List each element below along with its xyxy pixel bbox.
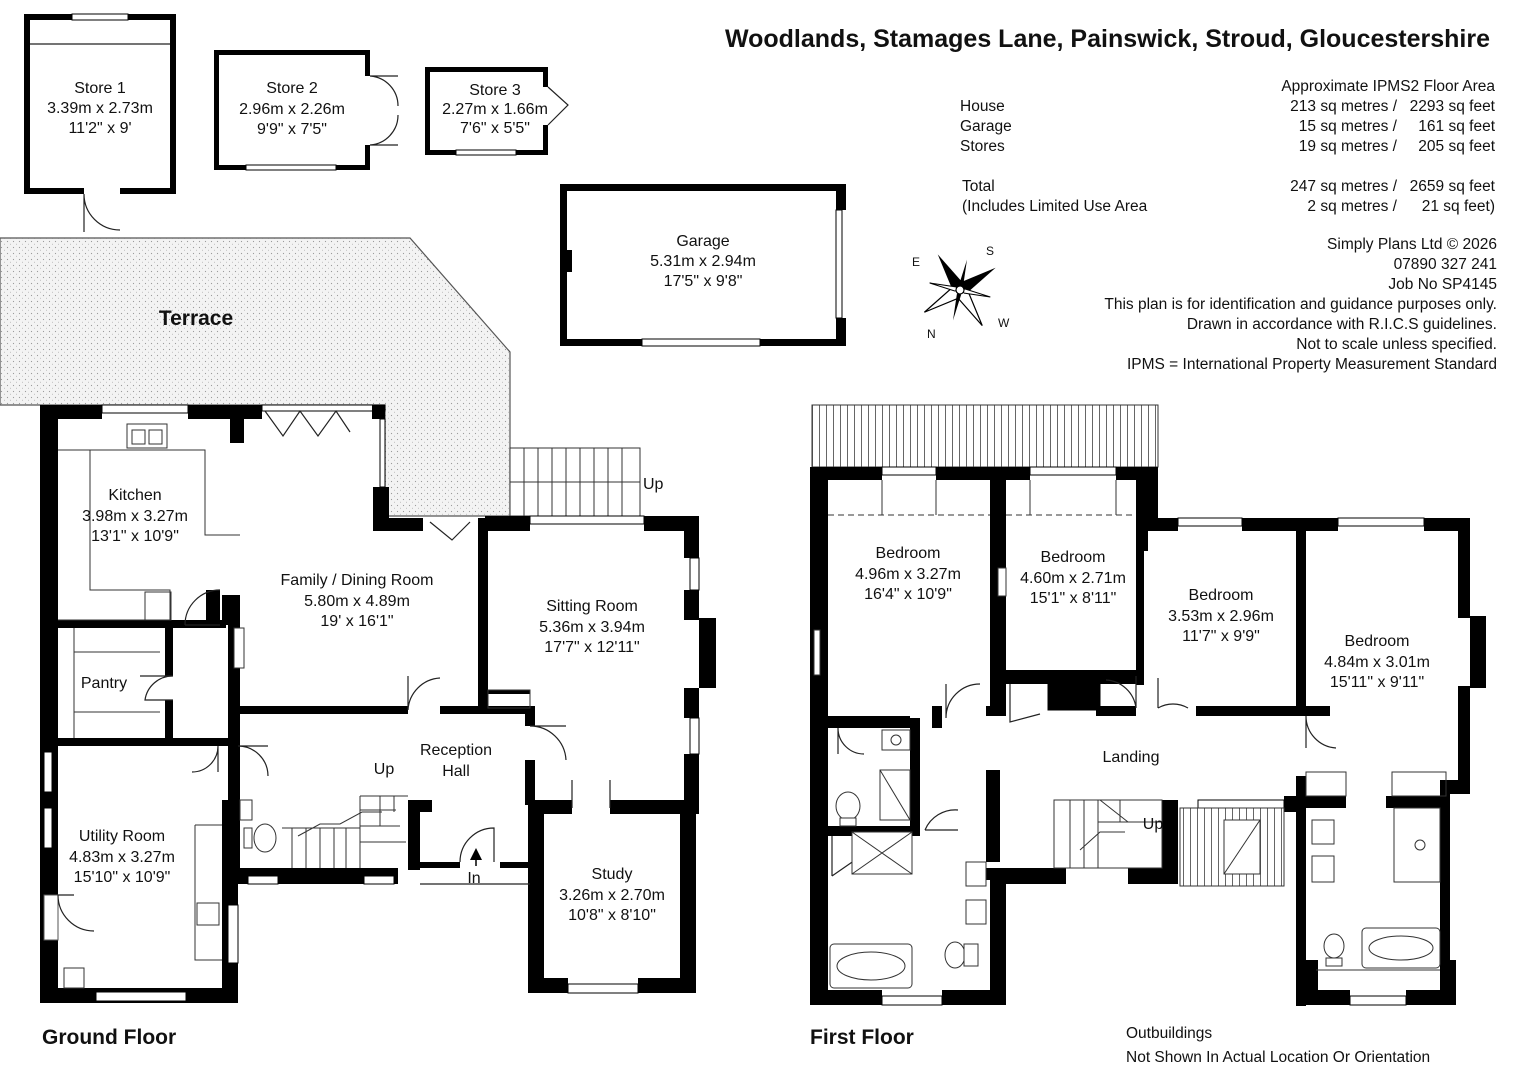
store-2: Store 2 2.96m x 2.26m 9'9" x 7'5" xyxy=(214,50,399,171)
store-1-metric: 3.39m x 2.73m xyxy=(47,100,153,117)
garage: Garage 5.31m x 2.94m 17'5" x 9'8" xyxy=(560,184,846,347)
terrace-up-label: Up xyxy=(643,476,664,493)
area-row-metric: 15 sq metres / xyxy=(1299,118,1398,135)
first-floor-labels: Bedroom 4.96m x 3.27m 16'4" x 10'9" Bedr… xyxy=(855,545,1430,833)
first-floor-label: First Floor xyxy=(810,1026,914,1049)
area-table: Approximate IPMS2 Floor Area House 213 s… xyxy=(960,78,1496,215)
area-row-metric: 19 sq metres / xyxy=(1299,138,1398,155)
landing-label: Landing xyxy=(1103,749,1160,766)
sitting-room-metric: 5.36m x 3.94m xyxy=(539,619,645,636)
store-3-imperial: 7'6" x 5'5" xyxy=(460,120,530,137)
study-imperial: 10'8" x 8'10" xyxy=(568,907,656,924)
kitchen-imperial: 13'1" x 10'9" xyxy=(91,528,179,545)
store-2-name: Store 2 xyxy=(266,80,318,97)
note-line: Not to scale unless specified. xyxy=(1296,336,1497,353)
area-row-label: House xyxy=(960,98,1005,115)
family-room-metric: 5.80m x 4.89m xyxy=(304,593,410,610)
bedroom-3-name: Bedroom xyxy=(1189,587,1254,604)
first-floor-fixtures xyxy=(813,480,1441,989)
garage-imperial: 17'5" x 9'8" xyxy=(664,273,743,290)
compass-rose-icon: N E S W xyxy=(912,244,1010,341)
stairs-up-label: Up xyxy=(374,761,395,778)
note-line: 07890 327 241 xyxy=(1394,256,1497,273)
family-room-name: Family / Dining Room xyxy=(281,572,434,589)
outbuildings-note-title: Outbuildings xyxy=(1126,1025,1212,1042)
study-metric: 3.26m x 2.70m xyxy=(559,887,665,904)
garage-metric: 5.31m x 2.94m xyxy=(650,253,756,270)
garage-name: Garage xyxy=(676,233,729,250)
page-title: Woodlands, Stamages Lane, Painswick, Str… xyxy=(725,25,1490,53)
store-3-metric: 2.27m x 1.66m xyxy=(442,101,548,118)
store-1-name: Store 1 xyxy=(74,80,126,97)
store-1: Store 1 3.39m x 2.73m 11'2" x 9' xyxy=(24,13,176,232)
pantry-name: Pantry xyxy=(81,675,127,692)
utility-room-metric: 4.83m x 3.27m xyxy=(69,849,175,866)
note-line: Drawn in accordance with R.I.C.S guideli… xyxy=(1187,316,1497,333)
entrance-in-label: In xyxy=(467,870,480,887)
compass-e: E xyxy=(912,255,920,269)
area-row-label: Stores xyxy=(960,138,1005,155)
bedroom-4-name: Bedroom xyxy=(1345,633,1410,650)
area-row-imperial: 205 sq feet xyxy=(1418,138,1495,155)
area-row-imperial: 21 sq feet) xyxy=(1422,198,1495,215)
reception-hall-name-2: Hall xyxy=(442,763,470,780)
family-room-imperial: 19' x 16'1" xyxy=(320,613,393,630)
terrace: Terrace xyxy=(0,237,511,517)
area-row-imperial: 161 sq feet xyxy=(1418,118,1495,135)
compass-w: W xyxy=(998,316,1010,330)
ground-floor-label: Ground Floor xyxy=(42,1026,176,1049)
area-row-metric: 2 sq metres / xyxy=(1307,198,1397,215)
utility-room-name: Utility Room xyxy=(79,828,165,845)
bedroom-1-name: Bedroom xyxy=(876,545,941,562)
bedroom-2-metric: 4.60m x 2.71m xyxy=(1020,570,1126,587)
ground-floor-labels: Kitchen 3.98m x 3.27m 13'1" x 10'9" Fami… xyxy=(69,487,665,924)
balcony-decking xyxy=(811,404,1159,468)
bedroom-4-imperial: 15'11" x 9'11" xyxy=(1330,674,1424,691)
area-row-imperial: 2659 sq feet xyxy=(1410,178,1496,195)
note-line: This plan is for identification and guid… xyxy=(1104,296,1497,313)
stairs-up-label-first: Up xyxy=(1143,816,1164,833)
area-row-label: Total xyxy=(962,178,995,195)
bedroom-3-metric: 3.53m x 2.96m xyxy=(1168,608,1274,625)
plan-notes: Simply Plans Ltd © 2026 07890 327 241 Jo… xyxy=(1104,236,1497,373)
bedroom-2-name: Bedroom xyxy=(1041,549,1106,566)
compass-s: S xyxy=(986,244,994,258)
bedroom-2-imperial: 15'1" x 8'11" xyxy=(1030,590,1117,607)
store-1-imperial: 11'2" x 9' xyxy=(68,120,131,137)
note-line: Job No SP4145 xyxy=(1388,276,1497,293)
bedroom-1-imperial: 16'4" x 10'9" xyxy=(864,586,952,603)
area-row-imperial: 2293 sq feet xyxy=(1410,98,1496,115)
reception-hall-name: Reception xyxy=(420,742,492,759)
study-name: Study xyxy=(592,866,633,883)
outbuildings-note-text: Not Shown In Actual Location Or Orientat… xyxy=(1126,1049,1430,1066)
store-3: Store 3 2.27m x 1.66m 7'6" x 5'5" xyxy=(425,67,569,156)
kitchen-name: Kitchen xyxy=(108,487,161,504)
store-3-name: Store 3 xyxy=(469,82,521,99)
kitchen-metric: 3.98m x 3.27m xyxy=(82,508,188,525)
ground-floor-walls xyxy=(40,404,716,1003)
sitting-room-name: Sitting Room xyxy=(546,598,638,615)
first-floor-walls xyxy=(810,466,1486,1006)
area-row-label: Garage xyxy=(960,118,1012,135)
area-row-metric: 213 sq metres / xyxy=(1290,98,1398,115)
compass-n: N xyxy=(927,327,936,341)
note-line: Simply Plans Ltd © 2026 xyxy=(1327,236,1497,253)
bedroom-3-imperial: 11'7" x 9'9" xyxy=(1182,628,1260,645)
sitting-room-imperial: 17'7" x 12'11" xyxy=(544,639,639,656)
area-row-label: (Includes Limited Use Area xyxy=(962,198,1148,215)
bedroom-1-metric: 4.96m x 3.27m xyxy=(855,566,961,583)
area-row-metric: 247 sq metres / xyxy=(1290,178,1398,195)
store-2-imperial: 9'9" x 7'5" xyxy=(257,121,327,138)
bedroom-4-metric: 4.84m x 3.01m xyxy=(1324,654,1430,671)
ground-floor-fixtures xyxy=(57,423,611,989)
utility-room-imperial: 15'10" x 10'9" xyxy=(74,869,171,886)
store-2-metric: 2.96m x 2.26m xyxy=(239,101,345,118)
note-line: IPMS = International Property Measuremen… xyxy=(1127,356,1497,373)
terrace-label: Terrace xyxy=(159,307,233,330)
terrace-steps: Up xyxy=(509,447,664,517)
area-table-heading: Approximate IPMS2 Floor Area xyxy=(1281,78,1495,95)
